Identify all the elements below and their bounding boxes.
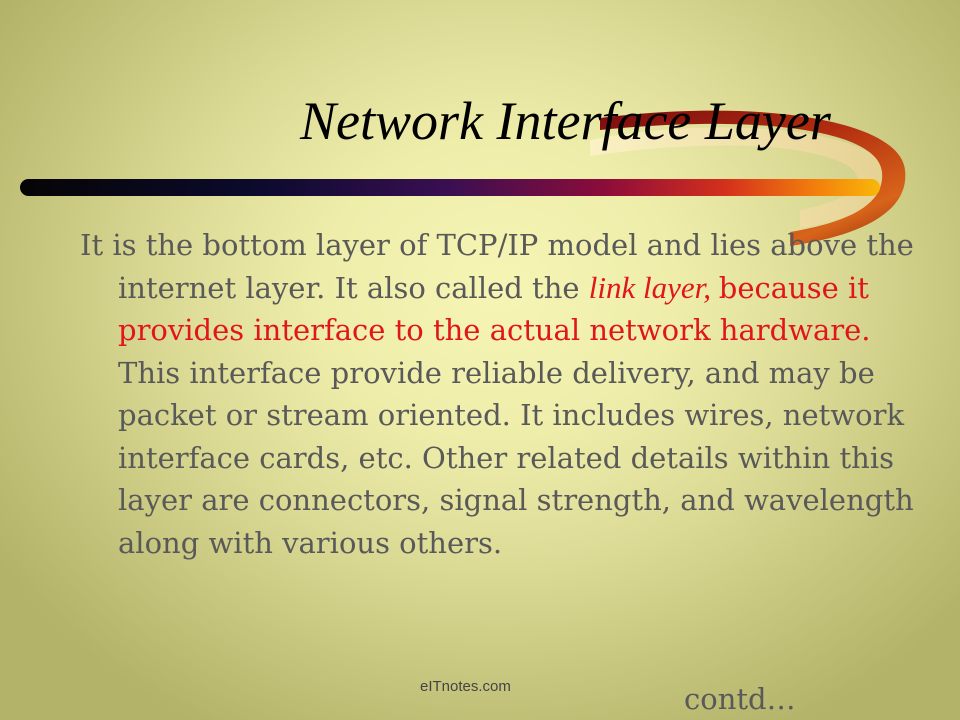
paragraph-intro: It is the bottom layer of TCP/IP model a… (80, 228, 914, 305)
link-layer-comma: , (703, 269, 719, 305)
slide-title: Network Interface Layer (300, 91, 831, 151)
swoosh-highlight (590, 127, 890, 228)
paragraph-rest: This interface provide reliable delivery… (118, 355, 914, 560)
swoosh-arc (600, 110, 906, 246)
highlighted-phrase: because it provides interface to the act… (118, 270, 871, 348)
contd-label: contd… (684, 682, 796, 716)
link-layer-term: link layer (588, 269, 704, 305)
slide-body-paragraph: It is the bottom layer of TCP/IP model a… (80, 224, 938, 564)
watermark-text: eITnotes.com (420, 678, 511, 695)
swoosh-bar (20, 179, 880, 196)
